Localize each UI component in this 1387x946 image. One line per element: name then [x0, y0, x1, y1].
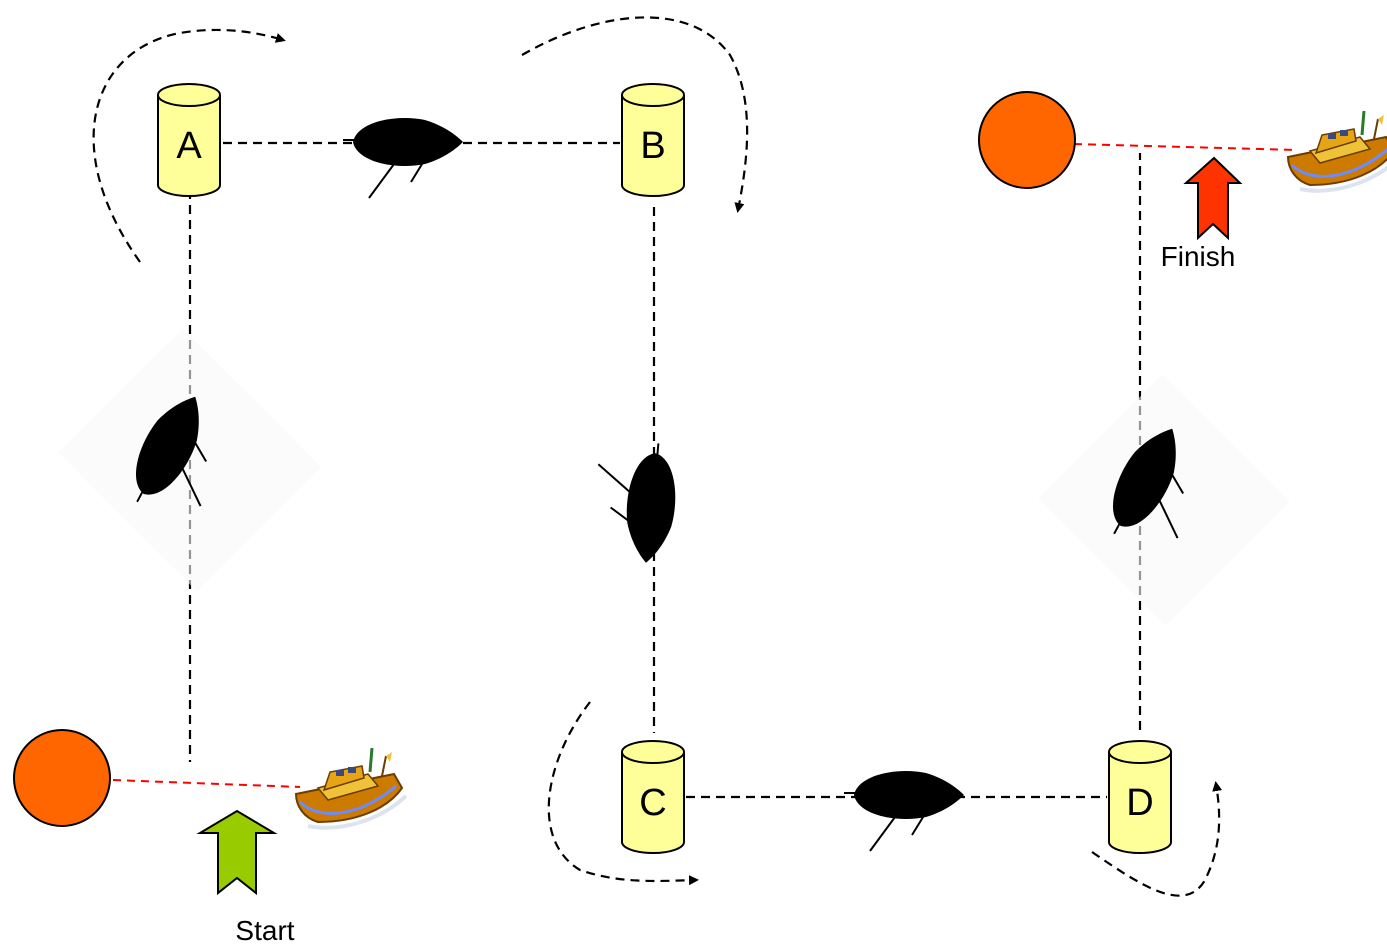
mark-label-c: C: [639, 782, 666, 824]
sailboat-icon: [342, 117, 464, 199]
motor-boat-icon: [1286, 109, 1387, 193]
sailboat-icon: [843, 770, 965, 852]
rounding-arrows: [92, 16, 1223, 897]
finish-arrow-icon: [1183, 156, 1243, 241]
mark-label-d: D: [1126, 782, 1153, 824]
buoy-mark-d: D: [1108, 740, 1172, 854]
sailboat-icon: [589, 437, 682, 566]
start-label: Start: [235, 915, 294, 946]
mark-label-b: B: [640, 125, 665, 167]
buoy-mark-icon: [157, 83, 221, 197]
start-pin-buoy-icon: [13, 729, 111, 827]
finish-label: Finish: [1161, 241, 1236, 272]
finish-line: [1073, 143, 1297, 151]
finish-pin-buoy-icon: [978, 91, 1076, 189]
buoy-mark-icon: [621, 740, 685, 854]
buoy-mark-c: C: [621, 740, 685, 854]
buoy-mark-icon: [1108, 740, 1172, 854]
start-line: [112, 779, 301, 788]
mark-label-a: A: [176, 125, 202, 167]
motor-boat-icon: [294, 746, 408, 830]
buoy-mark-b: B: [621, 83, 685, 197]
buoy-mark-a: A: [157, 83, 221, 197]
buoy-mark-icon: [621, 83, 685, 197]
start-arrow-icon: [196, 809, 278, 896]
sailboat-icon: [1038, 374, 1290, 626]
sailboat-icon: [58, 328, 322, 592]
